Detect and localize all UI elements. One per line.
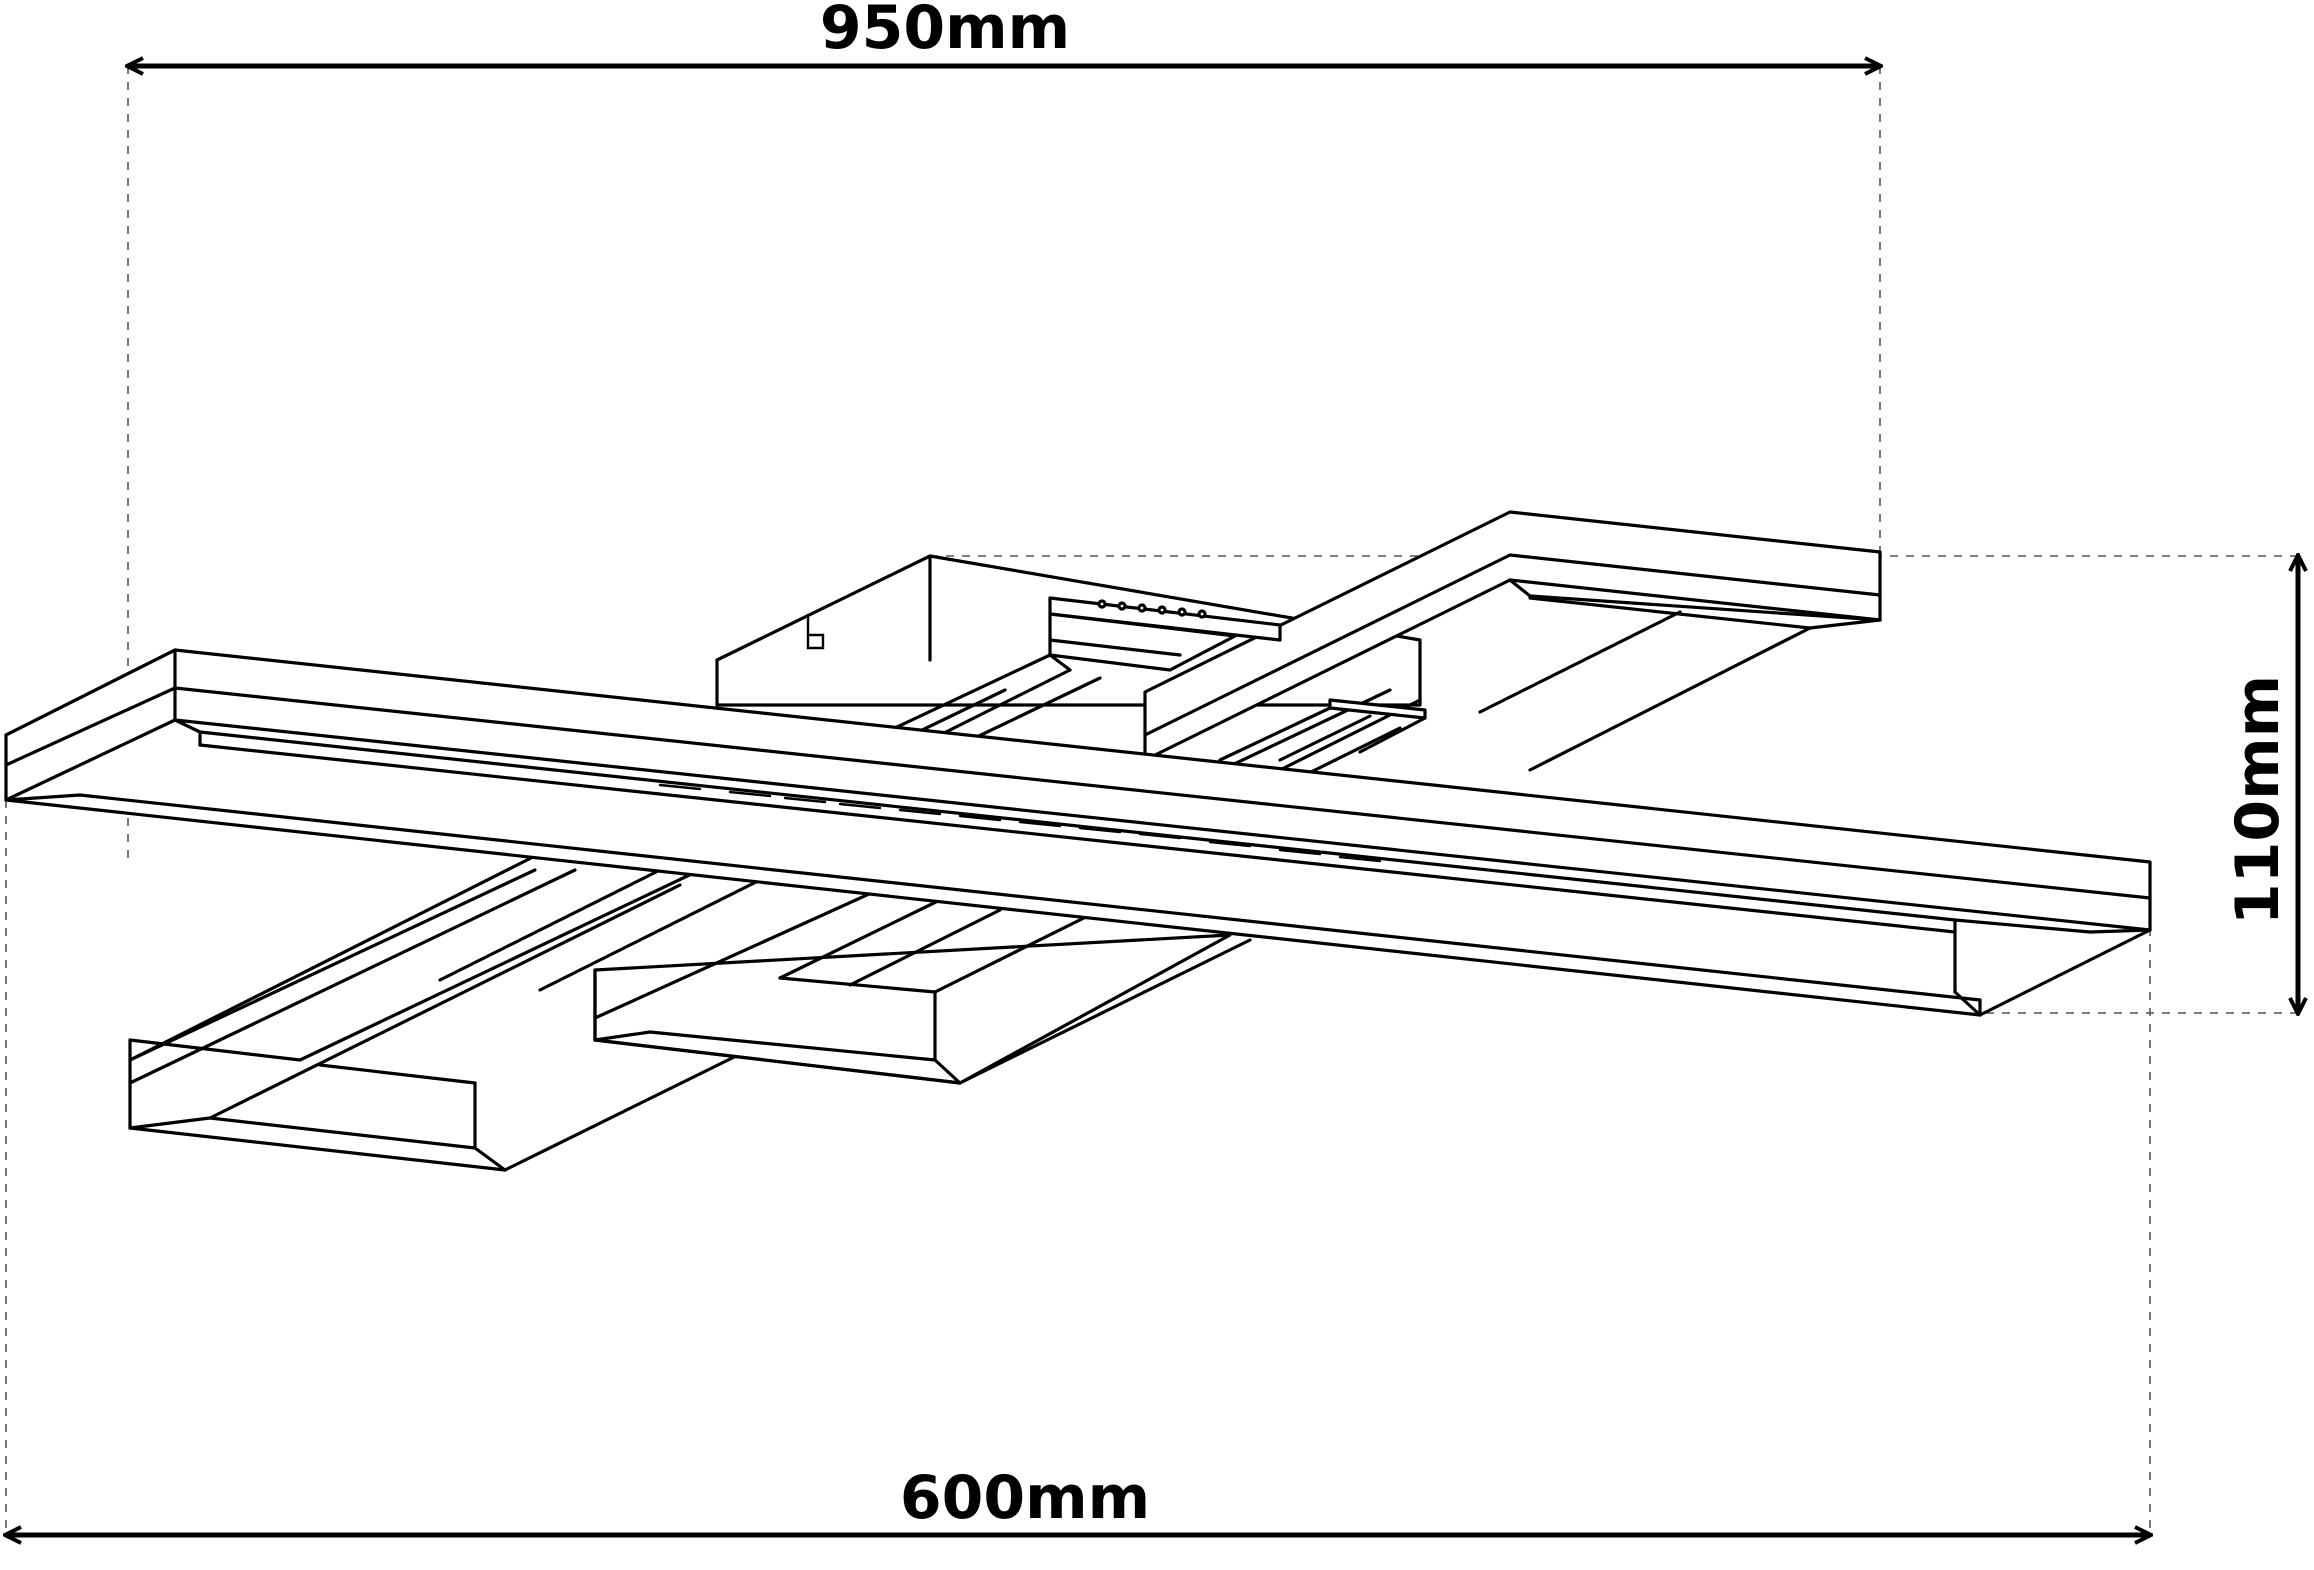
dimension-top-width-label: 950mm <box>820 0 1070 63</box>
dimension-top-width: 950mm <box>128 0 1880 66</box>
bar-main <box>4 648 2152 1017</box>
dimension-bottom-width: 600mm <box>6 1463 2150 1535</box>
bar-upper-middle <box>858 596 1282 762</box>
led-strip <box>658 783 1382 863</box>
bar-lower-middle <box>593 878 1252 1085</box>
bar-upper-right <box>1143 510 1882 797</box>
dimension-height-label: 110mm <box>2223 675 2293 925</box>
led-dots <box>1097 599 1207 619</box>
bar-lower-left <box>128 854 872 1172</box>
dimension-height: 110mm <box>2223 556 2298 1013</box>
bar-inner-right <box>1218 698 1427 777</box>
dimension-bottom-width-label: 600mm <box>900 1463 1150 1533</box>
